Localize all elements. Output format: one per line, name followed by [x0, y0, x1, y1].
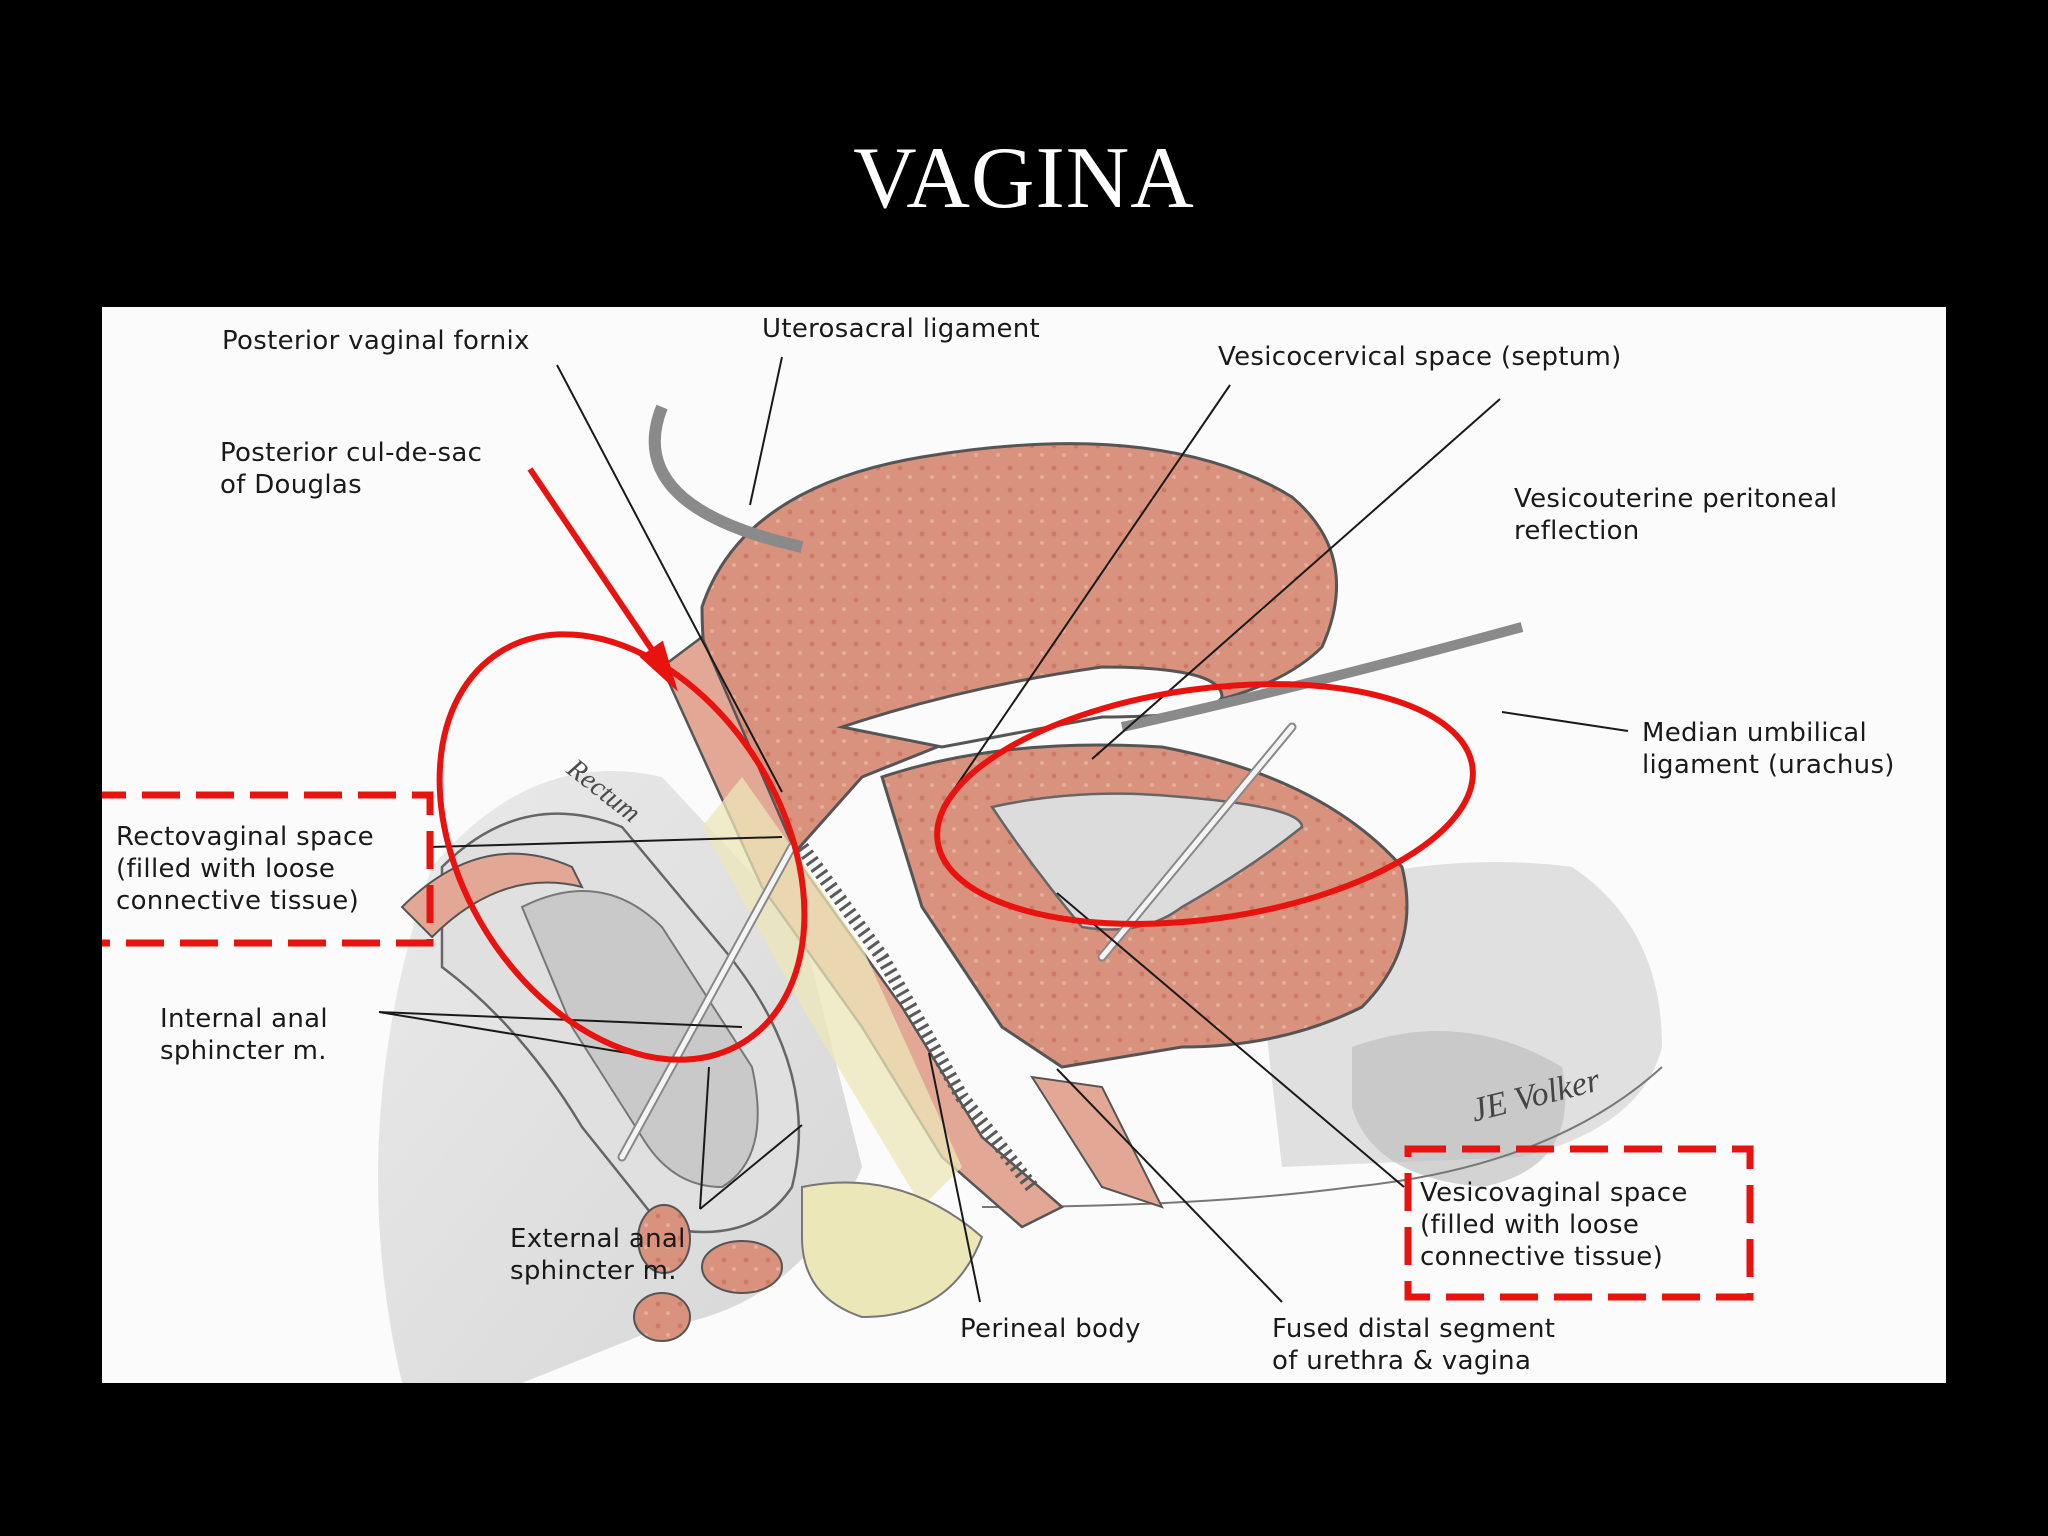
leader-fused-distal — [1056, 1068, 1283, 1303]
external-anal-sphincter-lower — [633, 1292, 691, 1342]
internal-anal-sphincter-shape — [637, 1204, 691, 1274]
label-median-umbilical-ligament: Median umbilical ligament (urachus) — [1642, 718, 1895, 780]
pelvic-anatomy-illustration — [102, 356, 1754, 1383]
label-vesicouterine-reflection: Vesicouterine peritoneal reflection — [1514, 484, 1838, 546]
leader-rectovaginal — [429, 836, 783, 848]
median-umbilical-band — [1120, 622, 1524, 732]
leader-internal-sphincter-2 — [378, 1011, 665, 1060]
leader-vesicouterine — [1091, 398, 1501, 760]
bladder-lumen — [989, 792, 1304, 931]
label-internal-anal-sphincter: Internal anal sphincter m. — [160, 1004, 328, 1066]
vesicovaginal-dashed-box — [1404, 1145, 1754, 1301]
leader-internal-sphincter-1 — [378, 1011, 743, 1028]
vesicovaginal-circle — [934, 681, 1476, 927]
perineal-body-shape — [801, 1181, 984, 1319]
red-annotations — [102, 467, 1754, 1301]
lower-body-outline — [981, 1066, 1663, 1208]
label-fused-distal-segment: Fused distal segment of urethra & vagina — [1272, 1314, 1556, 1376]
vaginal-canal-ridged — [796, 842, 1038, 1192]
leader-perineal-body — [928, 1052, 981, 1303]
label-perineal-body: Perineal body — [960, 1314, 1141, 1344]
label-uterosacral-ligament: Uterosacral ligament — [762, 314, 1041, 344]
rectovaginal-dashed-box — [102, 791, 434, 947]
cul-de-sac-arrow-shaft — [527, 467, 670, 674]
label-posterior-vaginal-fornix: Posterior vaginal fornix — [222, 326, 530, 356]
leader-uterosacral — [749, 356, 783, 506]
probe-rectovaginal-inner — [619, 844, 795, 1160]
external-anal-sphincter-shape — [701, 1240, 783, 1294]
leader-vesicocervical — [941, 384, 1231, 808]
uterosacral-ligament-band — [648, 404, 804, 553]
label-external-anal-sphincter: External anal sphincter m. — [510, 1224, 686, 1286]
anatomy-figure: Rectum JE Volker Posterior vaginal forni… — [102, 307, 1946, 1383]
leader-external-sphincter-1 — [699, 1066, 710, 1210]
label-posterior-cul-de-sac: Posterior cul-de-sac of Douglas — [220, 438, 483, 500]
leader-median-umbilical — [1501, 711, 1629, 732]
leader-external-sphincter-2 — [699, 1124, 803, 1210]
label-vesicocervical-space: Vesicocervical space (septum) — [1218, 342, 1622, 372]
rectovaginal-circle — [436, 631, 808, 1063]
probe-vesicovaginal-inner — [1099, 724, 1295, 960]
leader-lines — [378, 356, 1629, 1303]
slide-title: VAGINA — [853, 130, 1195, 227]
leader-posterior-fornix — [556, 364, 783, 793]
urethra — [1029, 1075, 1164, 1209]
label-vesicovaginal-space: Vesicovaginal space (filled with loose c… — [1420, 1178, 1688, 1272]
leader-vesicovaginal — [1056, 892, 1405, 1188]
label-rectovaginal-space: Rectovaginal space (filled with loose co… — [116, 822, 374, 916]
rectum-lumen — [520, 890, 759, 1189]
